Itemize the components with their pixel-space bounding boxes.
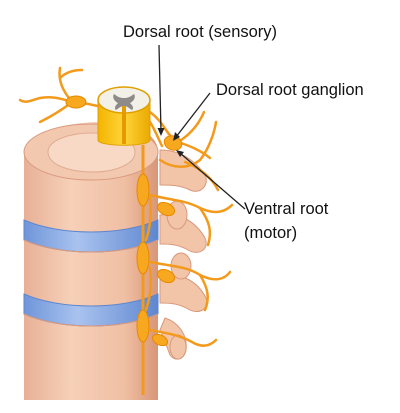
sympathetic-chain [136, 145, 150, 395]
upper-ganglia [65, 95, 183, 151]
leader-lines [158, 44, 246, 210]
gray-matter [113, 94, 135, 110]
ventral-root-sublabel: (motor) [244, 224, 298, 242]
ventral-root-pointer [179, 152, 246, 210]
dorsal-root-pointer [158, 44, 162, 133]
dorsal-root-ganglion-label: Dorsal root ganglion [216, 81, 364, 99]
vertebral-column [23, 122, 159, 400]
vertebral-processes [159, 149, 208, 360]
ganglion-pointer [175, 92, 211, 138]
spinal-cord [97, 86, 151, 146]
dorsal-root-label: Dorsal root (sensory) [123, 23, 278, 41]
nerve-ganglia [151, 201, 176, 347]
arrowheads [157, 128, 184, 157]
ventral-root-label: Ventral root [244, 200, 329, 218]
